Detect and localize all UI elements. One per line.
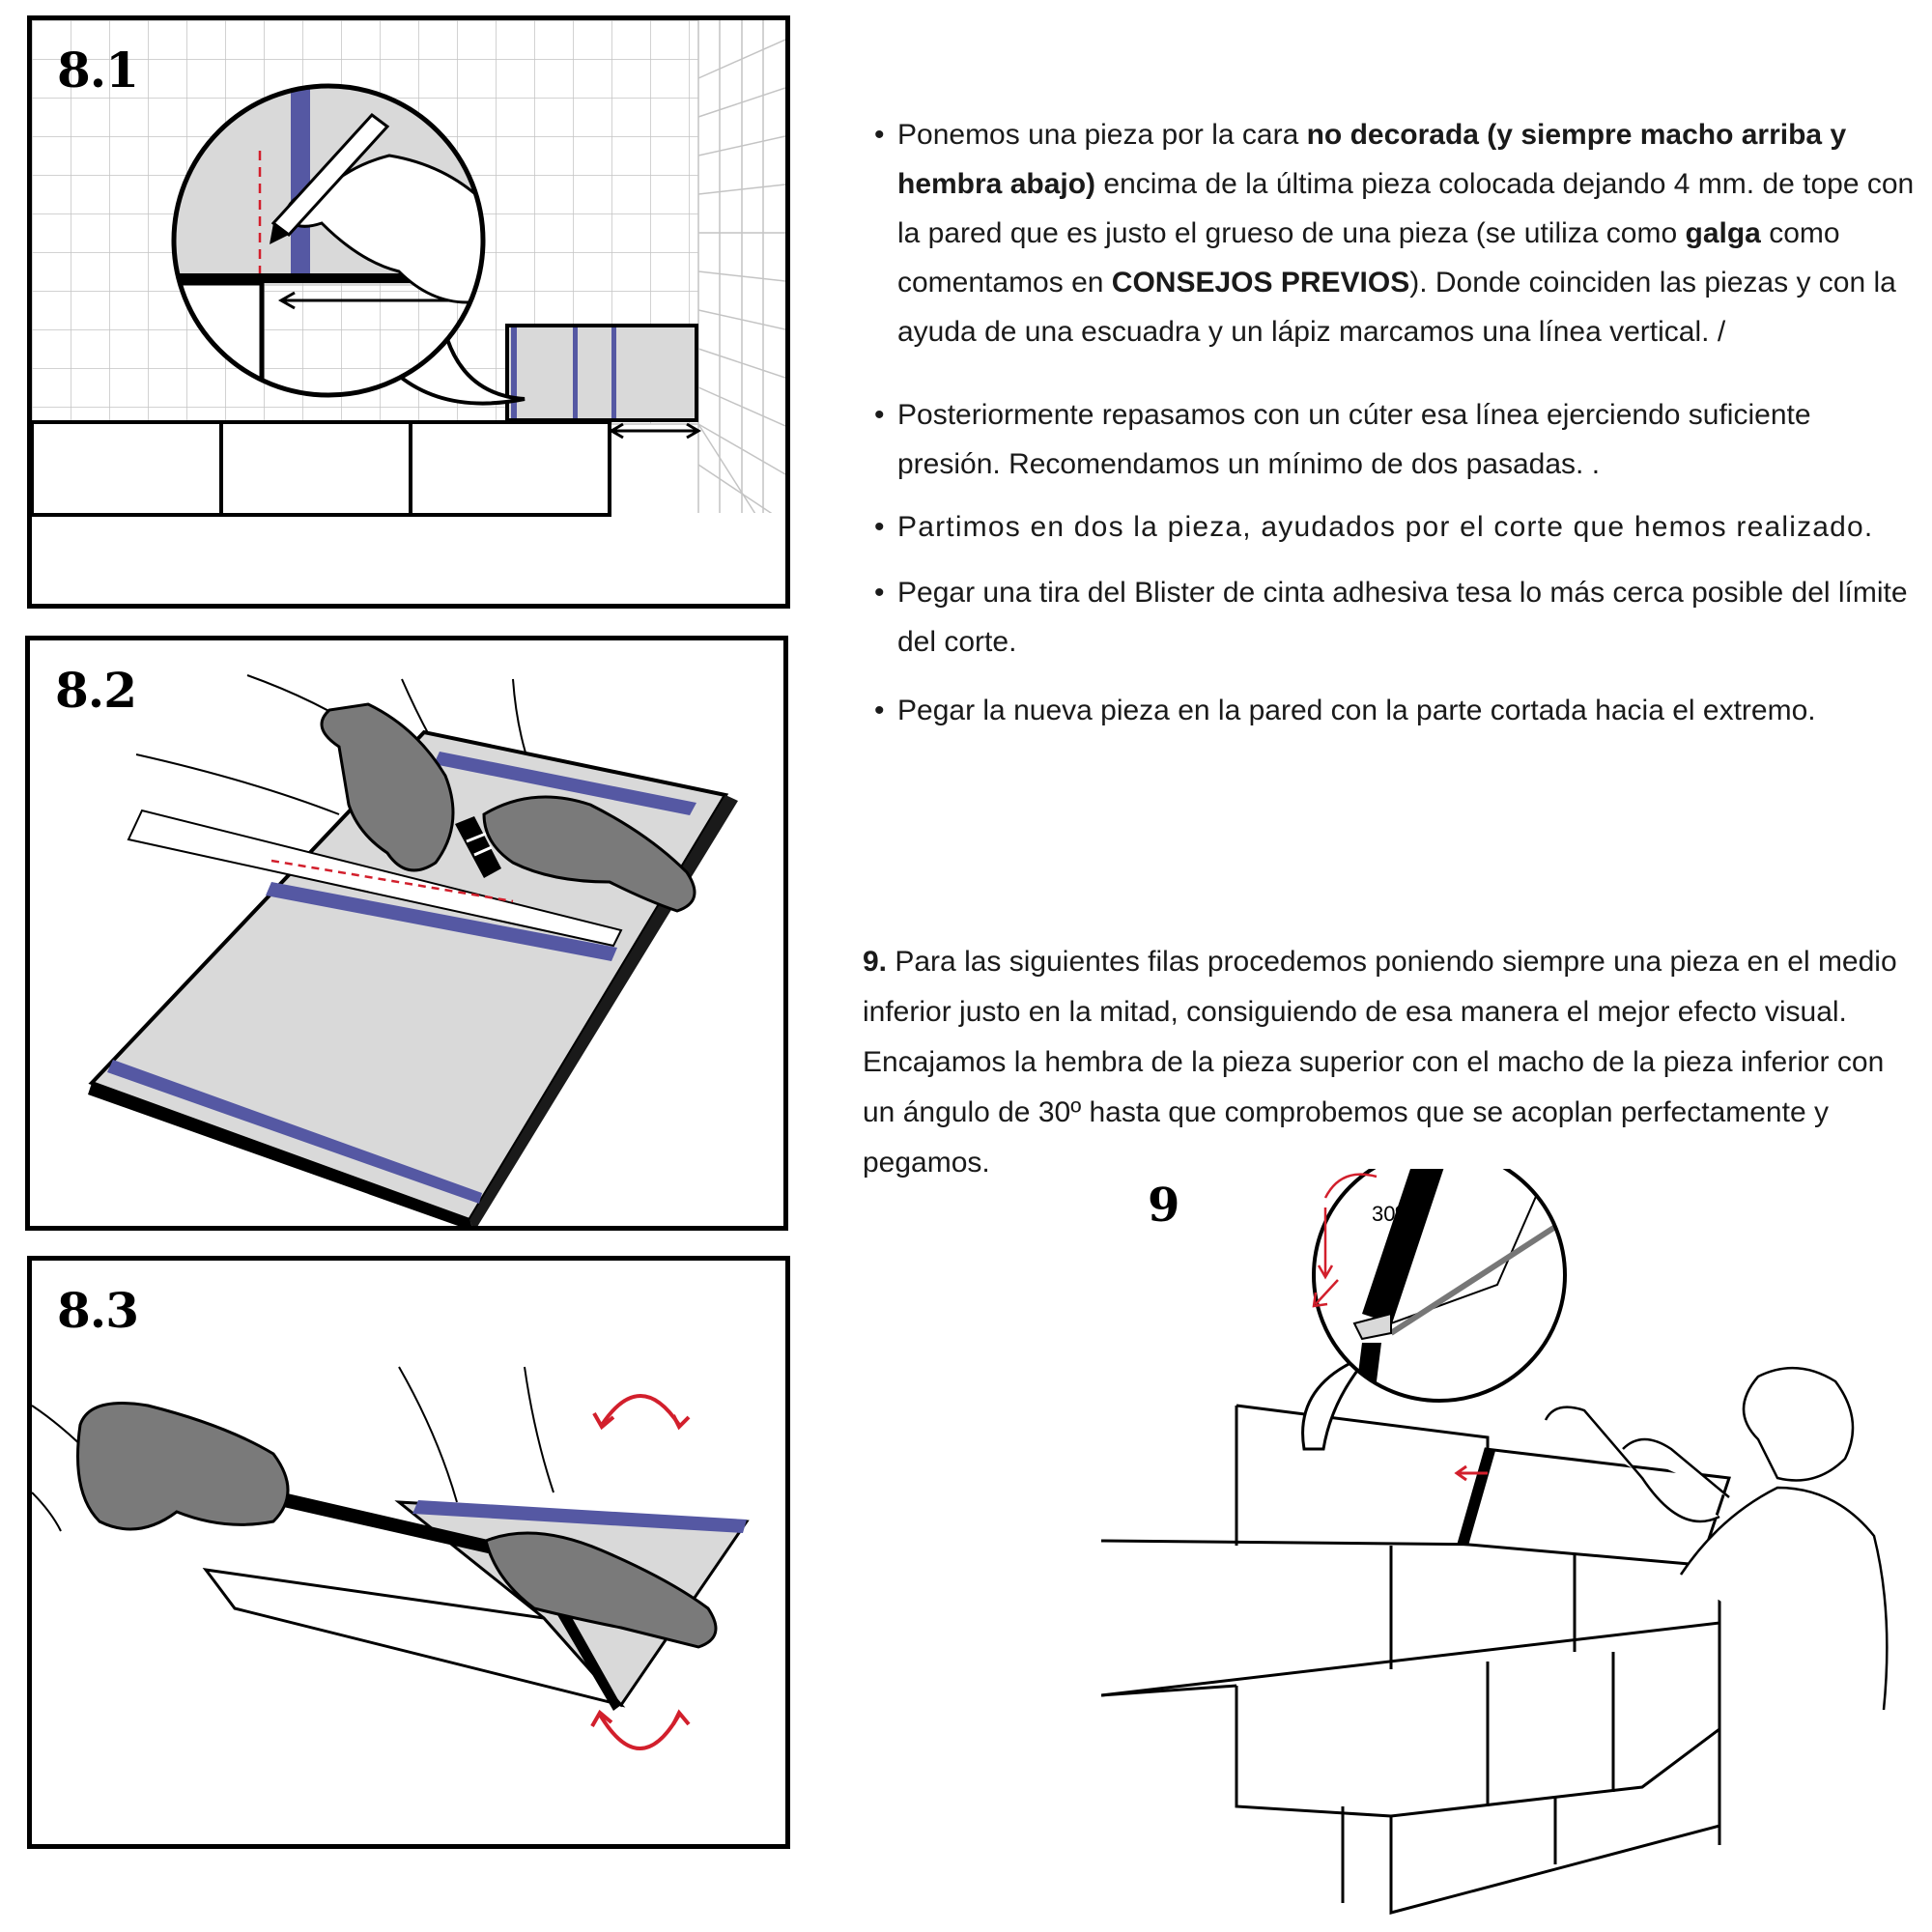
bullet-1-text-c: como comentamos en: [897, 217, 1840, 298]
marked-piece: [505, 324, 698, 422]
bullet-1-bold-a: no decorada (y siempre macho arriba y he…: [897, 119, 1847, 200]
panel-8-1: 8.1: [27, 15, 790, 609]
bullet-1-bold-b: galga: [1685, 217, 1761, 249]
step-label-8-2: 8.2: [55, 662, 137, 719]
bullet-1-bold-c: CONSEJOS PREVIOS: [1111, 267, 1410, 298]
bullet-1-text-a: Ponemos una pieza por la cara: [897, 119, 1307, 151]
placement-arrow: [1454, 1464, 1488, 1482]
bullet-1-text-b: encima de la última pieza colocada dejan…: [897, 168, 1915, 249]
instruction-bullet-5: Pegar la nueva pieza en la pared con la …: [874, 686, 1921, 735]
ruler: [127, 809, 623, 948]
step-9-paragraph: 9. Para las siguientes filas procedemos …: [863, 937, 1916, 1188]
move-arrow-icon: [609, 422, 701, 440]
rotate-arrow-icon: [590, 1394, 691, 1750]
illustration-8-3: [32, 1366, 750, 1750]
person-figure: [1544, 1366, 1889, 1711]
angle-label: 30º: [1372, 1202, 1404, 1226]
illustration-8-2: [88, 674, 738, 1226]
panel-8-2: 8.2: [25, 636, 788, 1231]
figure-9-label: 9: [1148, 1179, 1180, 1233]
detail-bubble: 30º: [1312, 1169, 1567, 1403]
step-label-8-3: 8.3: [57, 1282, 139, 1339]
instruction-bullet-4: Pegar una tira del Blister de cinta adhe…: [874, 568, 1921, 667]
instruction-bullet-3: Partimos en dos la pieza, ayudados por e…: [874, 502, 1932, 552]
panel-8-3: 8.3: [27, 1256, 790, 1849]
instruction-bullet-1: Ponemos una pieza por la cara no decorad…: [874, 110, 1921, 356]
cutter-icon: [455, 816, 501, 878]
step-label-8-1: 8.1: [57, 42, 139, 99]
side-wall: [697, 20, 785, 592]
placed-tiles-row: [32, 420, 611, 517]
bullet-1-text-d: ). Donde coinciden las piezas y con la a…: [897, 267, 1896, 348]
step-9-number: 9.: [863, 946, 888, 978]
illustration-9: 30º: [1101, 1169, 1889, 1915]
illustration-8-1: [32, 20, 785, 604]
instruction-bullet-2: Posteriormente repasamos con un cúter es…: [874, 390, 1921, 489]
pencil-icon: [270, 112, 390, 244]
step-9-text: Para las siguientes filas procedemos pon…: [863, 946, 1897, 1179]
